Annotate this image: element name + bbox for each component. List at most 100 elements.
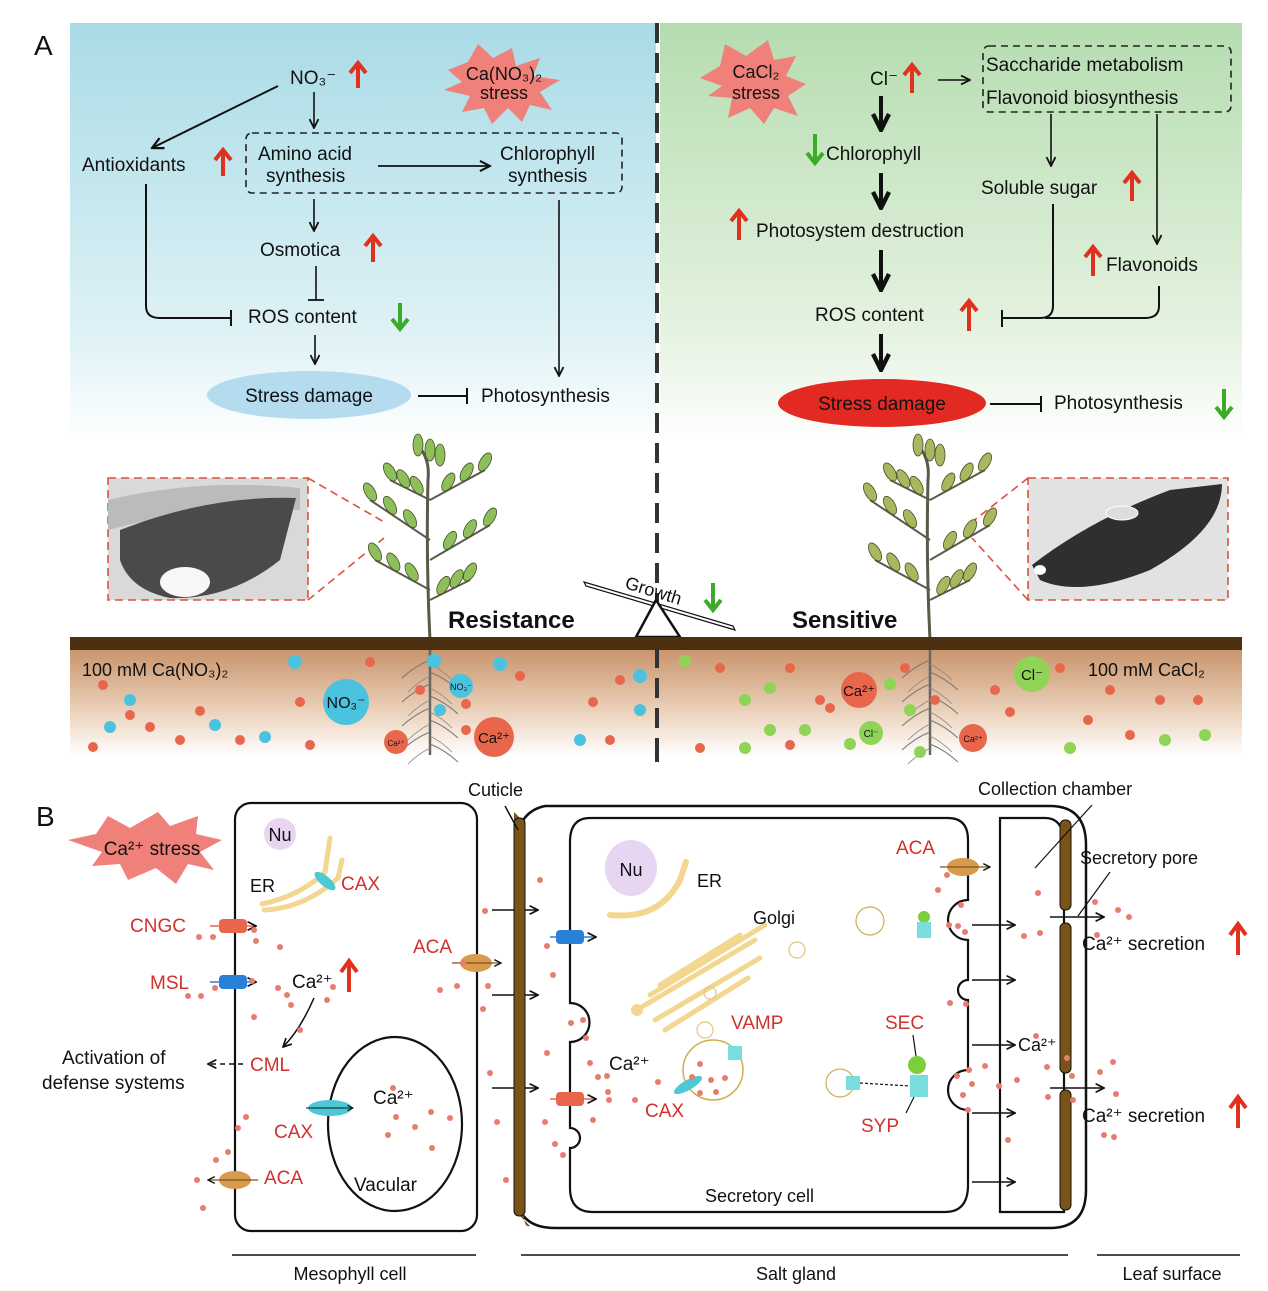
ion-no3-large: NO₃⁻ <box>323 679 369 725</box>
node-flavonoids: Flavonoids <box>1106 255 1198 276</box>
ion <box>605 735 615 745</box>
ion <box>615 675 625 685</box>
calcium-ion <box>954 1073 960 1079</box>
calcium-ion <box>689 1074 695 1080</box>
leaf <box>867 542 883 562</box>
leaf <box>482 507 498 527</box>
calcium-ion <box>1033 1033 1039 1039</box>
soil-ions <box>88 654 1211 758</box>
label-vacuole-ca: Ca²⁺ <box>373 1088 414 1109</box>
leaf <box>424 438 436 462</box>
ion <box>88 742 98 752</box>
node-osmotica: Osmotica <box>260 240 341 261</box>
label-vacuole: Vacular <box>354 1175 418 1196</box>
node-cl: Cl⁻ <box>870 69 898 90</box>
ion <box>427 654 441 668</box>
ion <box>633 669 647 683</box>
ion <box>914 746 926 758</box>
calcium-ion <box>1110 1059 1116 1065</box>
calcium-ion <box>632 1097 638 1103</box>
leaf <box>367 542 383 562</box>
ion <box>634 704 646 716</box>
label-cax-vacuole: CAX <box>274 1122 313 1143</box>
er <box>259 835 345 913</box>
footer-salt-gland: Salt gland <box>756 1264 836 1284</box>
root-branch <box>929 663 953 681</box>
ion <box>515 671 525 681</box>
ion-cl-large: Cl⁻ <box>1014 656 1050 692</box>
root-branch <box>929 743 959 763</box>
ion <box>415 685 425 695</box>
root-branch <box>429 735 453 753</box>
calcium-ion <box>969 1081 975 1087</box>
node-ros-content: ROS content <box>248 307 357 328</box>
calcium-ion <box>1045 1094 1051 1100</box>
calcium-ion <box>1069 1073 1075 1079</box>
node-stress-damage: Stress damage <box>245 386 373 407</box>
node-photosynthesis: Photosynthesis <box>1054 393 1183 414</box>
stress-burst-label: Ca²⁺ stress <box>104 839 201 860</box>
sec-protein <box>908 1056 926 1074</box>
label-aca: ACA <box>896 838 935 859</box>
growth-seesaw: Growth <box>582 573 737 639</box>
node-soluble-sugar: Soluble sugar <box>981 178 1098 199</box>
svg-text:Ca²⁺: Ca²⁺ <box>963 734 983 744</box>
ion <box>493 657 507 671</box>
calcium-ion <box>385 1132 391 1138</box>
calcium-ion <box>595 1074 601 1080</box>
ion <box>785 740 795 750</box>
calcium-ion <box>713 1089 719 1095</box>
down-arrow-icon <box>390 303 410 333</box>
stress-damage-ellipse <box>778 379 986 427</box>
leaf <box>436 575 451 595</box>
ion <box>574 734 586 746</box>
leaf <box>396 469 411 489</box>
calcium-ion <box>196 934 202 940</box>
calcium-ion <box>330 984 336 990</box>
root-branch <box>929 719 959 739</box>
label-er: ER <box>250 876 275 896</box>
calcium-ion <box>946 922 952 928</box>
panel-a-label: A <box>34 30 53 61</box>
branch <box>929 524 991 561</box>
ion <box>295 697 305 707</box>
leaf <box>862 482 878 502</box>
ion <box>195 706 205 716</box>
node-saccharide-metabolism: Saccharide metabolism <box>986 55 1183 76</box>
stress-burst-line2: stress <box>480 83 528 103</box>
ion <box>259 731 271 743</box>
calcium-ion <box>503 1177 509 1183</box>
down-arrow-icon <box>1214 389 1234 421</box>
calcium-ion <box>212 985 218 991</box>
calcium-ion <box>480 1006 486 1012</box>
leaf <box>941 472 956 492</box>
stress-damage-ellipse <box>207 371 411 419</box>
leaf <box>924 438 936 462</box>
down-arrow-icon <box>703 583 723 614</box>
node-no3: NO₃⁻ <box>290 68 336 89</box>
label-nu: Nu <box>268 825 291 845</box>
vacuole <box>326 1035 464 1213</box>
leaf <box>404 562 419 582</box>
leaf <box>409 475 424 495</box>
ion <box>1125 730 1135 740</box>
ion <box>461 699 471 709</box>
up-arrow-icon <box>363 232 383 262</box>
node-antioxidants: Antioxidants <box>82 155 186 176</box>
ion <box>175 735 185 745</box>
ion-ca-small: Ca²⁺ <box>959 724 987 752</box>
calcium-ion <box>460 960 466 966</box>
calcium-ion <box>324 997 330 1003</box>
calcium-ion <box>708 1077 714 1083</box>
ion <box>900 663 910 673</box>
calcium-ion <box>253 938 259 944</box>
branch <box>389 479 431 501</box>
micrograph-resistant <box>107 477 385 601</box>
calcium-ion <box>537 877 543 883</box>
root-branch <box>901 731 931 751</box>
root-branch <box>429 743 459 763</box>
branch <box>929 469 986 501</box>
calcium-ion <box>412 1124 418 1130</box>
up-arrow-icon <box>339 957 359 992</box>
calcium-ion <box>1126 914 1132 920</box>
